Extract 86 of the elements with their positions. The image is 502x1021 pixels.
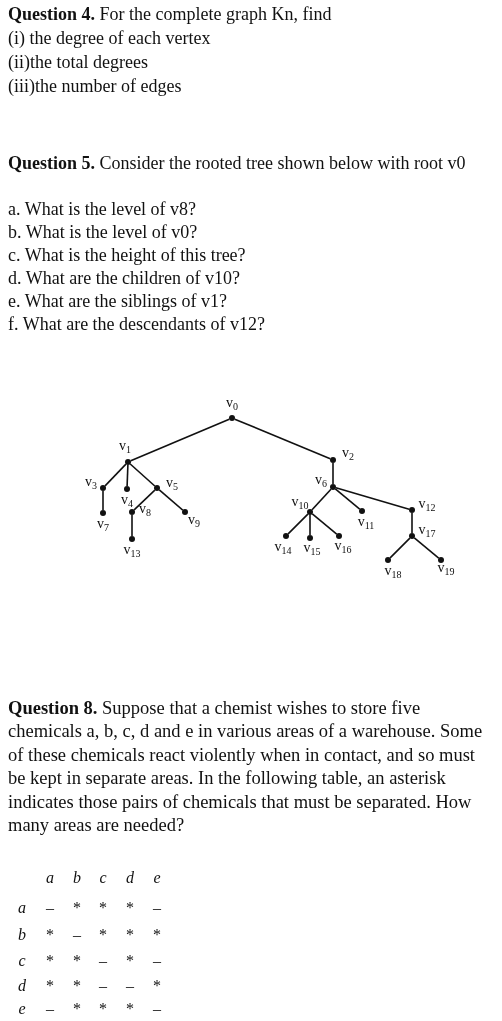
table-header: a: [17, 899, 27, 917]
vertex-label: v$_{0}$: [226, 394, 238, 415]
table-entry: –: [45, 1000, 55, 1018]
question-line: c. What is the height of this tree?: [8, 244, 247, 267]
tree-edge: [389, 537, 411, 559]
tree-edge: [104, 463, 127, 487]
vertex-label: v$_{18}$: [384, 562, 402, 583]
tree-edge: [411, 512, 413, 534]
table-header: b: [72, 869, 82, 887]
tree-edge: [311, 488, 332, 511]
tree-edge: [309, 514, 311, 536]
table-entry: *: [72, 952, 82, 970]
table-entry: *: [72, 977, 82, 995]
table-entry: *: [45, 926, 55, 944]
vertex-label: v$_{2}$: [342, 444, 354, 465]
table-entry: *: [45, 977, 55, 995]
table-entry: *: [125, 952, 135, 970]
question-line: d. What are the children of v10?: [8, 267, 242, 290]
table-entry: *: [45, 952, 55, 970]
table-header: c: [98, 869, 108, 887]
tree-edge: [334, 488, 361, 510]
vertex-label: v$_{11}$: [357, 513, 375, 534]
table-header: b: [17, 926, 27, 944]
table-header: d: [125, 869, 135, 887]
table-entry: *: [125, 926, 135, 944]
table-entry: –: [125, 977, 135, 995]
table-entry: *: [72, 1000, 82, 1018]
table-entry: –: [152, 899, 162, 917]
tree-edge: [126, 464, 129, 487]
vertex-label: v$_{19}$: [437, 559, 455, 580]
question-line: (i) the degree of each vertex: [8, 27, 212, 50]
tree-edge: [287, 513, 309, 535]
table-entry: –: [152, 952, 162, 970]
vertex-label: v$_{6}$: [315, 471, 327, 492]
table-header: e: [152, 869, 162, 887]
vertex-label: v$_{7}$: [97, 515, 109, 536]
tree-edge: [133, 489, 156, 511]
table-entry: –: [45, 899, 55, 917]
vertex-label: v$_{5}$: [166, 474, 178, 495]
table-entry: *: [125, 1000, 135, 1018]
vertex-label: v$_{10}$: [291, 493, 309, 514]
table-header: e: [17, 1000, 27, 1018]
tree-edge: [335, 487, 410, 510]
table-entry: *: [98, 926, 108, 944]
tree-edge: [233, 418, 332, 460]
question-line: a. What is the level of v8?: [8, 198, 198, 221]
table-entry: –: [98, 952, 108, 970]
vertex-label: v$_{13}$: [123, 541, 141, 562]
question-line: e. What are the siblings of v1?: [8, 290, 229, 313]
table-header: a: [45, 869, 55, 887]
table-header: c: [17, 952, 27, 970]
table-entry: *: [72, 899, 82, 917]
table-entry: –: [72, 926, 82, 944]
vertex-label: v$_{4}$: [121, 491, 133, 512]
table-entry: *: [98, 1000, 108, 1018]
tree-edge: [332, 462, 334, 485]
vertex-label: v$_{16}$: [334, 537, 352, 558]
table-entry: *: [98, 899, 108, 917]
tree-edge: [129, 463, 156, 487]
table-entry: –: [98, 977, 108, 995]
vertex-label: v$_{15}$: [303, 539, 321, 560]
question-line: b. What is the level of v0?: [8, 221, 199, 244]
question-text: Question 5. Consider the rooted tree shown below with root v0: [8, 152, 467, 175]
question-line: f. What are the descendants of v12?: [8, 313, 267, 336]
tree-edge: [131, 514, 133, 537]
vertex-label: v$_{3}$: [85, 473, 97, 494]
tree-edge: [158, 489, 184, 511]
table-entry: *: [125, 899, 135, 917]
tree-edge: [102, 490, 104, 511]
vertex-label: v$_{12}$: [418, 495, 436, 516]
vertex-label: v$_{17}$: [418, 521, 436, 542]
vertex-label: v$_{14}$: [274, 538, 292, 559]
tree-edge: [413, 537, 440, 559]
table-entry: *: [152, 926, 162, 944]
tree-edge: [311, 513, 338, 535]
vertex-label: v$_{9}$: [188, 511, 200, 532]
question-text: Question 8. Suppose that a chemist wishes to store five chemicals a, b, c, d and e in various areas of a warehouse. Some of these chemicals react violently when in contact, and so must be kept in separate areas. In the following table, an asterisk indicates those pairs of chemicals that must be separated. How many areas are needed?: [8, 697, 484, 838]
table-entry: *: [152, 977, 162, 995]
question-line: (ii)the total degrees: [8, 51, 149, 74]
question-text: Question 4. For the complete graph Kn, find: [8, 3, 333, 26]
question-line: (iii)the number of edges: [8, 75, 183, 98]
table-entry: –: [152, 1000, 162, 1018]
table-header: d: [17, 977, 27, 995]
vertex-label: v$_{1}$: [119, 437, 131, 458]
vertex-label: v$_{8}$: [139, 500, 151, 521]
tree-edge: [129, 418, 231, 462]
